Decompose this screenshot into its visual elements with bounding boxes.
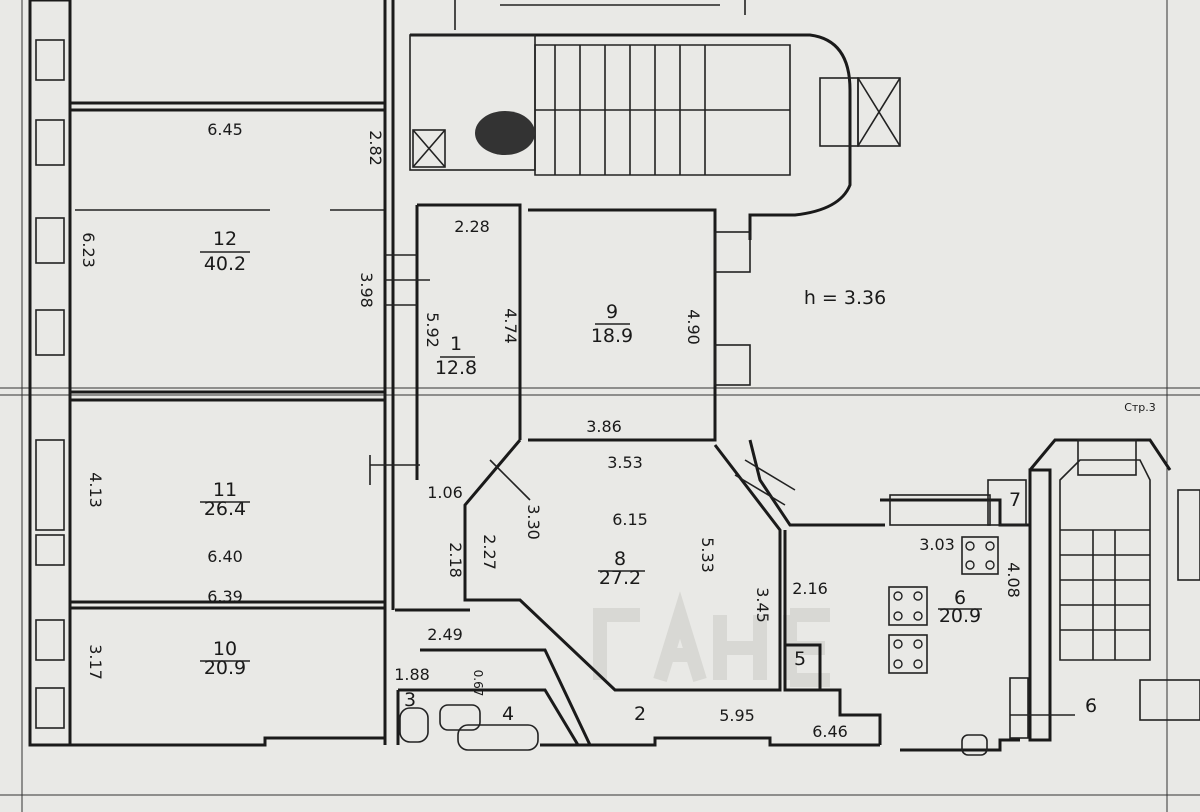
room-area: 18.9	[591, 325, 633, 347]
room-number: 8	[614, 548, 626, 570]
ceiling-height: h = 3.36	[804, 287, 886, 309]
room-area: 27.2	[599, 567, 641, 589]
stoves	[888, 536, 999, 674]
dimension: 3.30	[524, 504, 543, 540]
room-number: 7	[1009, 489, 1021, 511]
dimension-labels: 6.45 2.82 6.23 3.98 2.28 5.92 4.74 4.90 …	[79, 120, 1023, 741]
dimension: 3.86	[586, 417, 622, 436]
dimension: 6.39	[207, 587, 243, 606]
room-number: 5	[794, 648, 806, 670]
room-area: 26.4	[204, 498, 246, 520]
dimension: 6.23	[79, 232, 98, 268]
room-number: 12	[213, 228, 237, 250]
dimension: 4.08	[1004, 562, 1023, 598]
room-number: 2	[634, 703, 646, 725]
dimension: 2.16	[792, 579, 828, 598]
room-number: 6	[954, 587, 966, 609]
dimension: 6.15	[612, 510, 648, 529]
dimension: 5.33	[698, 537, 717, 573]
room-number: 1	[450, 333, 462, 355]
dimension: 2.49	[427, 625, 463, 644]
room-number: 11	[213, 479, 237, 501]
dimension: 1.88	[394, 665, 430, 684]
dimension: 5.92	[423, 312, 442, 348]
dimension: 6.46	[812, 722, 848, 741]
dimension: 0.67	[471, 670, 485, 697]
room-area: 12.8	[435, 357, 477, 379]
sheet-label: Стр.3	[1124, 401, 1156, 414]
dimension: 3.03	[919, 535, 955, 554]
dimension: 4.13	[86, 472, 105, 508]
room-number: 9	[606, 301, 618, 323]
dimension: 2.28	[454, 217, 490, 236]
dimension: 2.18	[446, 542, 465, 578]
redaction-blot	[475, 111, 535, 155]
room-number: 3	[404, 689, 416, 711]
dimension: 3.53	[607, 453, 643, 472]
dimension: 4.90	[684, 309, 703, 345]
room-area: 40.2	[204, 253, 246, 275]
dimension: 6.45	[207, 120, 243, 139]
dimension: 4.74	[501, 308, 520, 344]
dimension: 2.27	[480, 534, 499, 570]
room-area: 20.9	[204, 657, 246, 679]
room-number: 10	[213, 638, 237, 660]
dimension: 2.82	[366, 130, 385, 166]
room-number: 6	[1085, 695, 1097, 717]
dimension: 3.98	[357, 272, 376, 308]
dimension: 1.06	[427, 483, 463, 502]
dimension: 5.95	[719, 706, 755, 725]
room-number: 4	[502, 703, 514, 725]
dimension: 3.17	[86, 644, 105, 680]
room-area: 20.9	[939, 605, 981, 627]
room-labels: 12 40.2 1 12.8 9 18.9 11 26.4 8 27.2 10 …	[200, 228, 1097, 725]
dimension: 6.40	[207, 547, 243, 566]
dimension: 3.45	[753, 587, 772, 623]
walls	[28, 0, 1200, 756]
watermark-logo	[593, 591, 830, 687]
